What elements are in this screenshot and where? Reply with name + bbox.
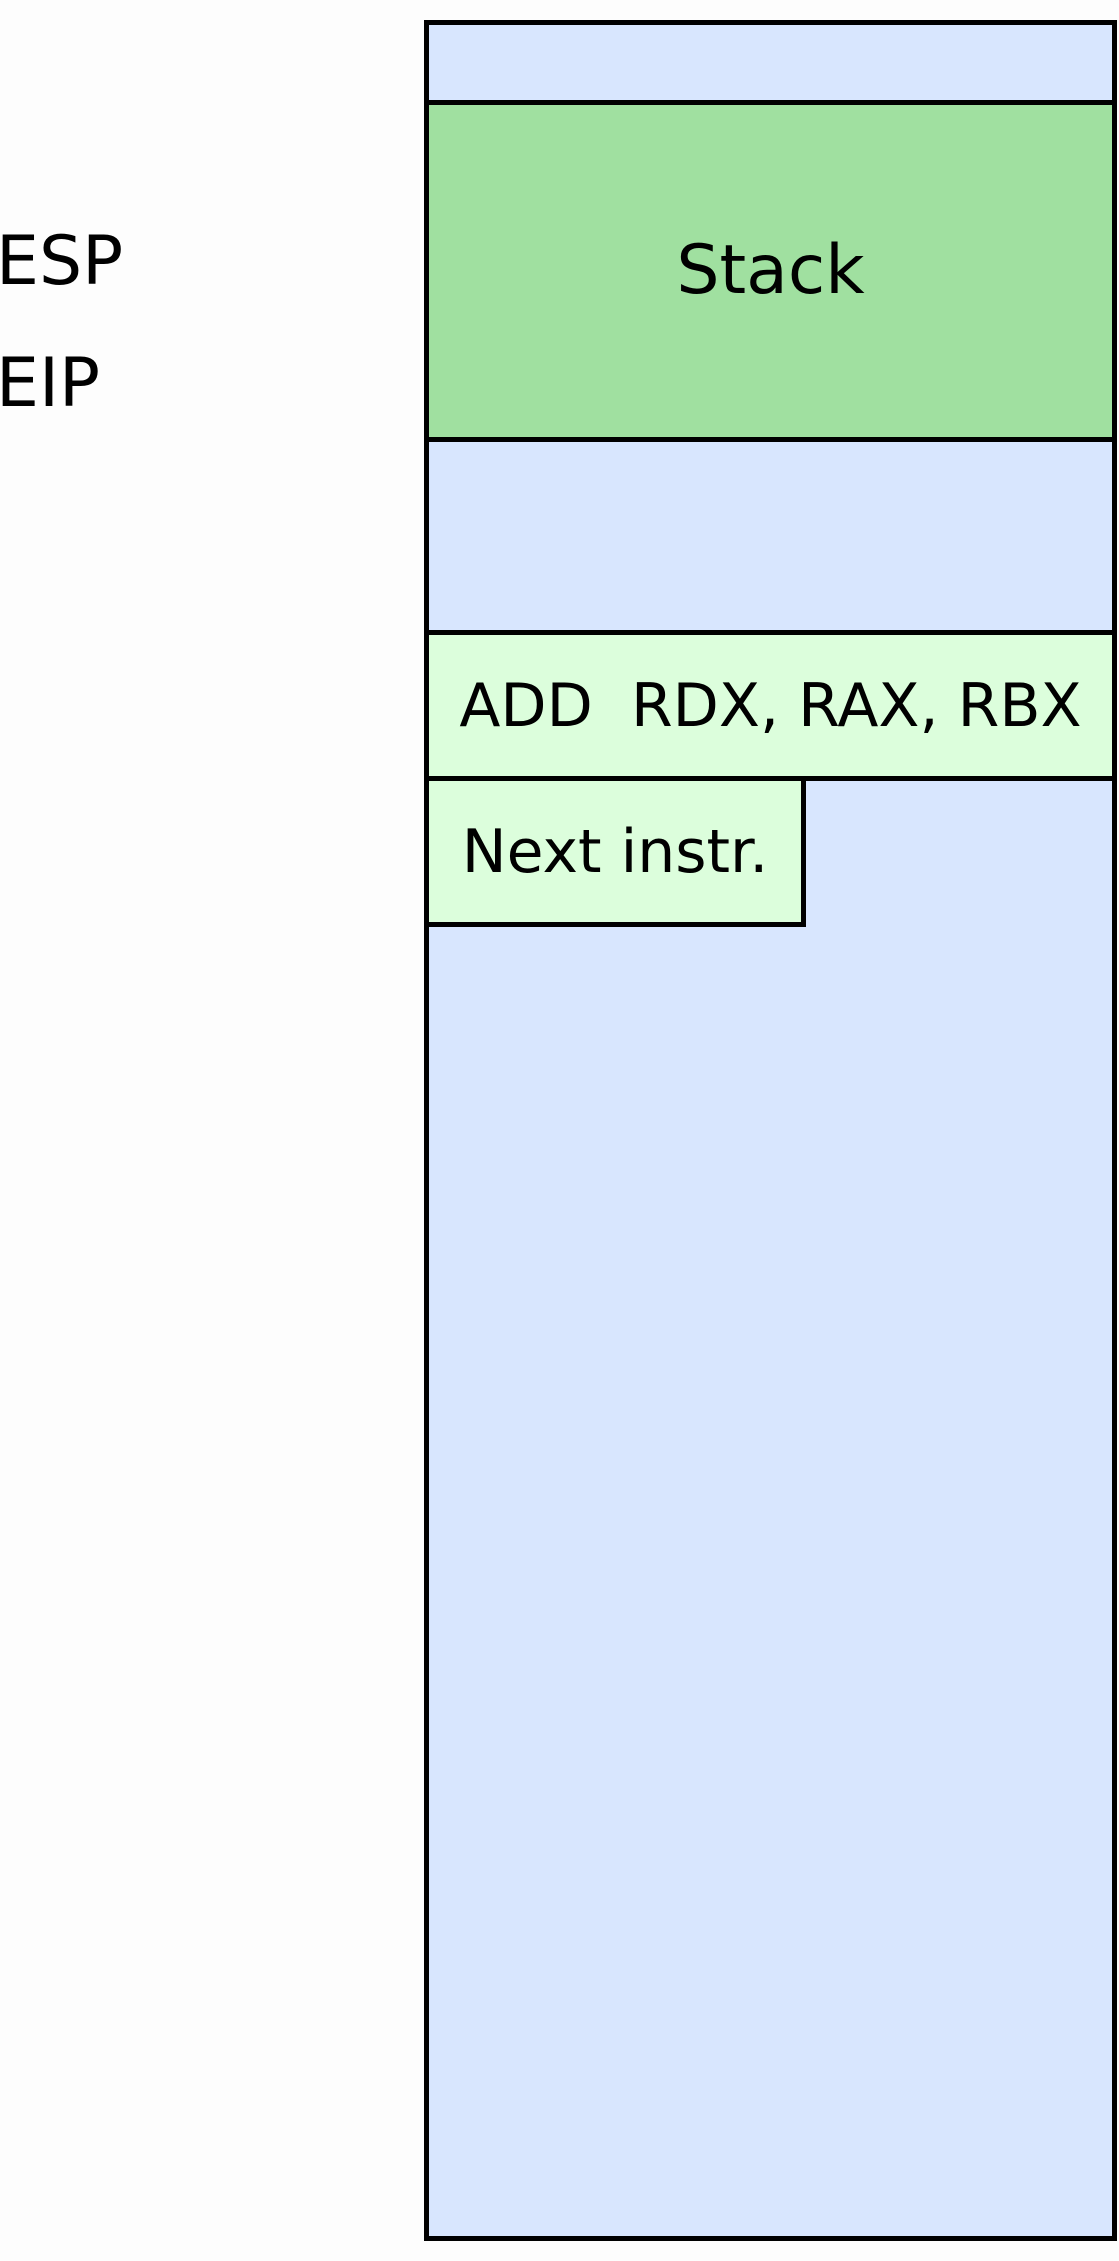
next-instruction-label: Next instr. xyxy=(461,816,769,887)
eip-register-label: EIP xyxy=(0,344,101,423)
current-instruction-label: ADD RDX, RAX, RBX xyxy=(459,670,1082,741)
esp-register-label: ESP xyxy=(0,222,124,301)
current-instruction-block: ADD RDX, RAX, RBX xyxy=(424,630,1117,781)
stack-region: Stack xyxy=(424,100,1117,442)
next-instruction-block: Next instr. xyxy=(424,776,806,927)
stack-label: Stack xyxy=(676,231,865,310)
